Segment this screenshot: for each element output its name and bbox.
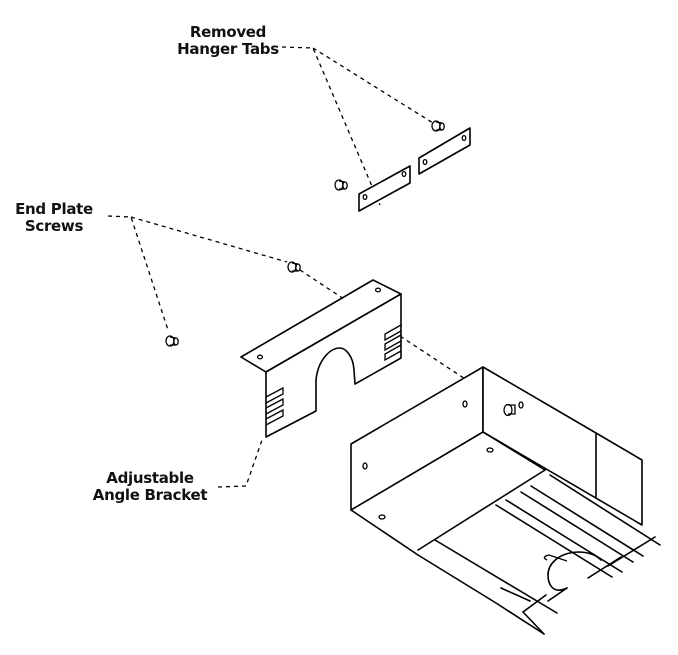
label-line: Hanger Tabs: [177, 40, 279, 58]
end-plate-screw-upper-icon: [287, 261, 301, 273]
label-line: Screws: [24, 217, 84, 235]
leader-angle-bracket: [217, 439, 263, 488]
label-end-plate-screws: End Plate Screws: [2, 201, 106, 235]
bracket-front-face: [265, 293, 402, 438]
housing-bottom-edge: [350, 509, 545, 635]
leader-hanger-tabs: [281, 46, 434, 206]
label-line: Adjustable: [106, 469, 194, 487]
label-line: Angle Bracket: [92, 486, 208, 504]
hanger-tab-left: [358, 165, 411, 212]
label-adjustable-angle-bracket: Adjustable Angle Bracket: [80, 470, 220, 504]
housing-end-face: [350, 366, 484, 511]
leader-lines: [107, 46, 501, 488]
tab-screw-right-icon: [431, 120, 445, 132]
label-line: End Plate: [15, 200, 93, 218]
angle-bracket: [240, 279, 402, 438]
hanger-tab-right: [418, 127, 471, 175]
end-plate-screw-lower-icon: [165, 335, 179, 347]
label-removed-hanger-tabs: Removed Hanger Tabs: [174, 24, 282, 58]
end-plate-screw-installed-icon: [503, 403, 516, 417]
label-line: Removed: [189, 23, 267, 41]
fixture-housing: [350, 366, 661, 635]
leader-end-plate-screws: [107, 215, 288, 331]
housing-knockout: [547, 551, 602, 591]
tab-screw-left-icon: [334, 179, 348, 191]
